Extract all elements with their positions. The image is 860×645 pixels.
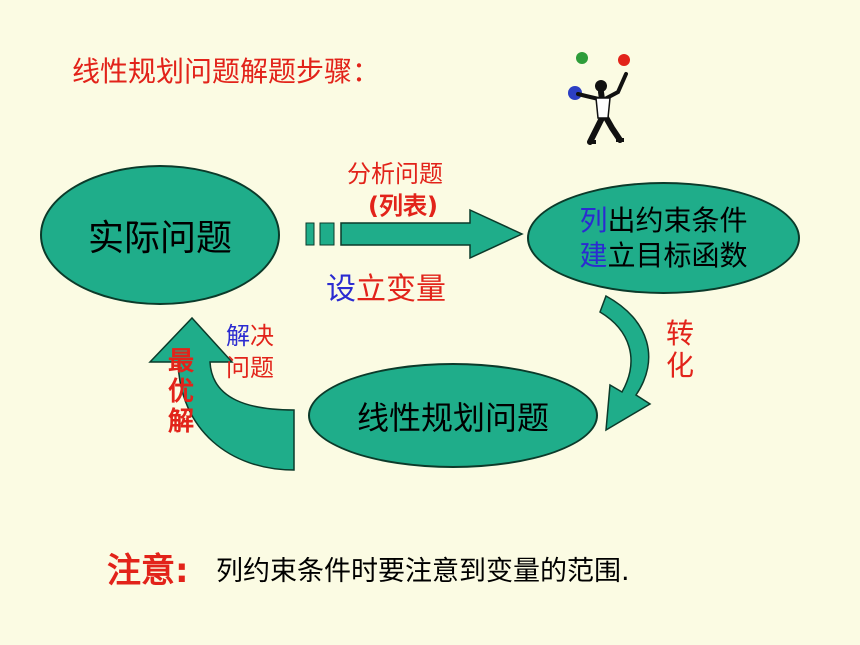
node-constraints-line2-lead: 建 [579, 239, 608, 272]
label-solve-line2: 问题 [226, 354, 274, 382]
label-set-variables-rest: 立变量 [356, 272, 446, 307]
label-solve-lead: 解 [226, 322, 250, 350]
arrow-tail-block-2 [319, 222, 335, 246]
label-analyze: 分析问题 [347, 160, 443, 188]
arrow-curve-down [599, 294, 652, 432]
node-linear-programming: 线性规划问题 [308, 363, 598, 468]
node-constraints-line2: 建立目标函数 [579, 238, 747, 273]
node-constraints: 列出约束条件 建立目标函数 [527, 182, 800, 294]
node-constraints-line1-rest: 出约束条件 [607, 204, 748, 237]
label-solve-rest1: 决 [250, 322, 274, 350]
note-title: 注意: [107, 551, 189, 591]
node-linear-programming-label: 线性规划问题 [356, 398, 549, 437]
node-constraints-line1-lead: 列 [579, 204, 608, 237]
node-actual-problem-label: 实际问题 [87, 218, 232, 259]
label-transform: 转化 [666, 317, 695, 383]
arrow-tail-block-1 [305, 222, 315, 246]
label-set-variables-lead: 设 [326, 272, 356, 307]
page-title: 线性规划问题解题步骤： [72, 55, 381, 88]
node-actual-problem: 实际问题 [40, 165, 280, 305]
node-constraints-line1: 列出约束条件 [579, 203, 747, 238]
label-set-variables: 设立变量 [326, 272, 446, 308]
node-constraints-line2-rest: 立目标函数 [607, 239, 748, 272]
label-optimal: 最优解 [168, 347, 195, 437]
label-tabulate: (列表) [368, 192, 438, 220]
label-solve: 解决 [226, 322, 274, 351]
note-text: 列约束条件时要注意到变量的范围. [216, 556, 630, 587]
